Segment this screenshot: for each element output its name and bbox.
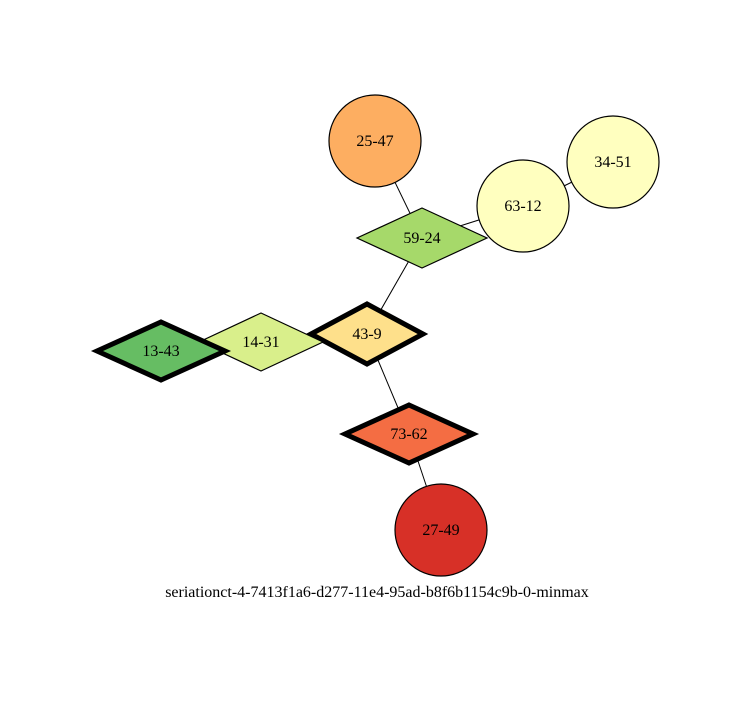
- node-label-73-62: 73-62: [390, 426, 427, 443]
- node-diamond-13-43: [90, 319, 232, 383]
- node-circle-27-49: [394, 483, 488, 577]
- node-circle-34-51: [566, 115, 660, 209]
- node-circle-25-47: [328, 94, 422, 188]
- node-diamond-59-24: [355, 207, 489, 269]
- node-diamond-43-9: [305, 301, 429, 367]
- node-label-25-47: 25-47: [356, 133, 393, 150]
- node-label-13-43: 13-43: [142, 343, 179, 360]
- node-25-47: 25-47: [328, 94, 422, 188]
- node-label-59-24: 59-24: [403, 230, 440, 247]
- node-diamond-73-62: [338, 402, 480, 466]
- node-label-14-31: 14-31: [242, 334, 279, 351]
- node-73-62: 73-62: [338, 402, 480, 466]
- node-label-34-51: 34-51: [594, 154, 631, 171]
- node-43-9: 43-9: [305, 301, 429, 367]
- node-27-49: 27-49: [394, 483, 488, 577]
- node-label-27-49: 27-49: [422, 522, 459, 539]
- node-63-12: 63-12: [476, 159, 570, 253]
- node-label-63-12: 63-12: [504, 198, 541, 215]
- node-34-51: 34-51: [566, 115, 660, 209]
- nodes-layer: 25-47 34-51 63-12 59-24 43-9 14-31 13-43 73-62 2…: [90, 94, 660, 577]
- node-label-43-9: 43-9: [352, 326, 381, 343]
- node-59-24: 59-24: [355, 207, 489, 269]
- node-13-43: 13-43: [90, 319, 232, 383]
- node-circle-63-12: [476, 159, 570, 253]
- node-diamond-14-31: [197, 312, 325, 372]
- node-14-31: 14-31: [197, 312, 325, 372]
- graph-caption: seriationct-4-7413f1a6-d277-11e4-95ad-b8…: [165, 584, 589, 601]
